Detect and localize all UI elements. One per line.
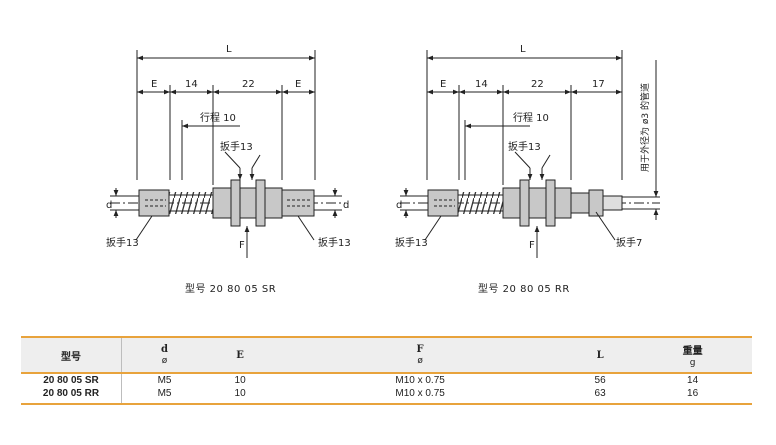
tube-note: 用于外径为 ø3 的管道 [639, 83, 651, 172]
f-label: F [239, 240, 245, 251]
dim-17: 17 [592, 79, 605, 90]
caption-rr: 型号 20 80 05 RR [478, 284, 570, 295]
f-label: F [529, 240, 535, 251]
dim-e: E [440, 79, 446, 90]
drawing-sr [110, 50, 345, 258]
cell-l: 56 [594, 375, 606, 386]
stroke-label: 行程 10 [513, 111, 549, 124]
table-row: 20 80 05 SR M5 10 M10 x 0.75 56 14 [21, 373, 752, 387]
drawing-rr-labels: L E 14 22 17 行程 10 扳手13 扳手13 扳手7 d F 用于外… [395, 44, 651, 251]
drawing-svg: L E 14 22 E 行程 10 扳手13 扳手13 扳手13 d d F [106, 44, 660, 258]
wrench-left-label: 扳手13 [395, 236, 428, 249]
d-label-right: d [343, 200, 349, 211]
d-label-left: d [106, 200, 112, 211]
table-row: 20 80 05 RR M5 10 M10 x 0.75 63 16 [21, 387, 752, 404]
cell-l: 63 [594, 388, 606, 399]
cell-weight: 14 [687, 375, 699, 386]
cell-d: M5 [157, 388, 172, 399]
cell-weight: 16 [687, 388, 699, 399]
dim-e-right: E [295, 79, 301, 90]
dim-l: L [226, 44, 232, 55]
wrench-left-label: 扳手13 [106, 236, 139, 249]
dim-14: 14 [475, 79, 488, 90]
dim-e-left: E [151, 79, 157, 90]
drawing-rr [400, 50, 660, 258]
dim-22: 22 [531, 79, 544, 90]
dim-14: 14 [185, 79, 198, 90]
caption-sr: 型号 20 80 05 SR [185, 284, 277, 295]
stroke-label: 行程 10 [200, 111, 236, 124]
cell-model: 20 80 05 RR [21, 387, 122, 404]
cell-f: M10 x 0.75 [395, 375, 445, 386]
wrench-top-label: 扳手13 [220, 140, 253, 153]
header-e: E [207, 337, 274, 373]
cell-e: 10 [234, 375, 246, 386]
dim-22: 22 [242, 79, 255, 90]
cell-model: 20 80 05 SR [21, 373, 122, 387]
cell-d: M5 [157, 375, 172, 386]
drawing-sr-labels: L E 14 22 E 行程 10 扳手13 扳手13 扳手13 d d F [106, 44, 351, 251]
cell-f: M10 x 0.75 [395, 388, 445, 399]
wrench-top-label: 扳手13 [508, 140, 541, 153]
dim-l: L [520, 44, 526, 55]
header-l: L [567, 337, 634, 373]
d-label: d [396, 200, 402, 211]
wrench-right-label: 扳手7 [616, 236, 642, 249]
wrench-right-label: 扳手13 [318, 236, 351, 249]
cell-e: 10 [234, 388, 246, 399]
technical-drawings: L E 14 22 E 行程 10 扳手13 扳手13 扳手13 d d F [106, 44, 660, 258]
header-model: 型号 [21, 337, 122, 373]
